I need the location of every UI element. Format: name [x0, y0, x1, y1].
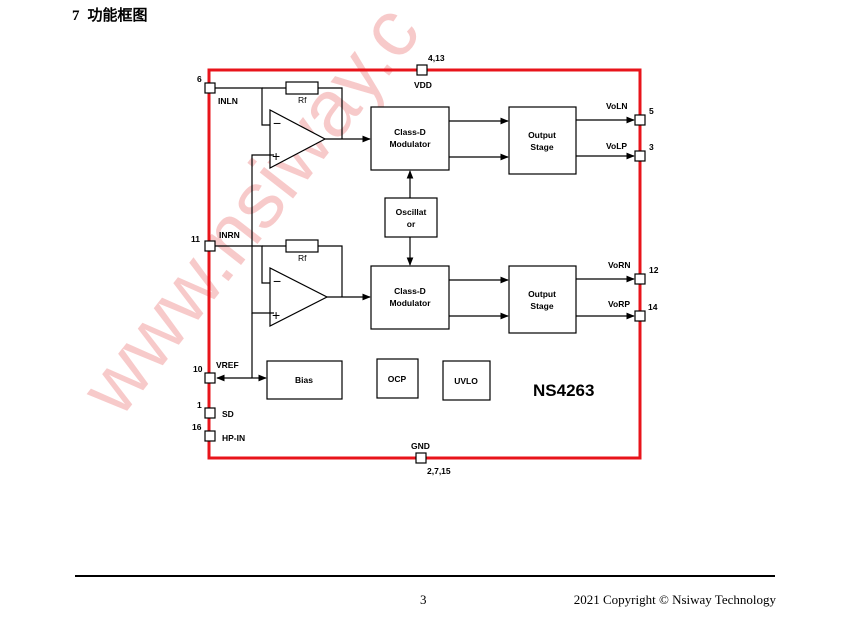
rf-top-wire: [262, 87, 343, 139]
chip-name: NS4263: [533, 381, 594, 400]
rf-bottom-resistor: [285, 239, 319, 253]
output-stage-top: [508, 106, 577, 175]
class-d-top-line2: Modulator: [389, 139, 431, 149]
oscillator-line2: or: [407, 219, 416, 229]
pin-vref-number: 10: [193, 364, 203, 374]
rf-top-label: Rf: [298, 95, 307, 105]
bias-label: Bias: [295, 375, 313, 385]
output-bottom-line2: Stage: [530, 301, 553, 311]
pin-inln-name: INLN: [218, 96, 238, 106]
pin-sd-name: SD: [222, 409, 234, 419]
pin-hpin-number: 16: [192, 422, 202, 432]
bias-block: [266, 360, 343, 400]
pin-gnd: [415, 452, 427, 464]
ocp-label: OCP: [388, 374, 407, 384]
pin-voln: [634, 114, 646, 126]
pin-voln-name: VoLN: [606, 101, 628, 111]
section-number: 7: [72, 8, 80, 24]
pin-gnd-number: 2,7,15: [427, 466, 451, 476]
pin-inln: [204, 82, 216, 94]
pin-vorp: [634, 310, 646, 322]
pin-sd-number: 1: [197, 400, 202, 410]
pin-vorn-name: VoRN: [608, 260, 631, 270]
pin-voln-number: 5: [649, 106, 654, 116]
class-d-top-line1: Class-D: [394, 127, 426, 137]
class-d-bottom-line2: Modulator: [389, 298, 431, 308]
inln-wire: [215, 87, 274, 126]
pin-vorn: [634, 273, 646, 285]
pin-vdd: [416, 64, 428, 76]
pin-hpin-name: HP-IN: [222, 433, 245, 443]
opamp-top: [269, 109, 327, 169]
pin-vorp-number: 14: [648, 302, 658, 312]
pin-sd: [204, 407, 216, 419]
pin-inln-number: 6: [197, 74, 202, 84]
class-d-bottom-line1: Class-D: [394, 286, 426, 296]
section-title: 功能框图: [87, 6, 148, 24]
rf-bottom-label: Rf: [298, 253, 307, 263]
output-stage-bottom: [508, 265, 577, 334]
pin-volp: [634, 150, 646, 162]
class-d-modulator-bottom: [370, 265, 450, 330]
pin-hpin: [204, 430, 216, 442]
vref-bus: [251, 154, 274, 314]
class-d-modulator-top: [370, 106, 450, 171]
pin-vref: [204, 372, 216, 384]
opamp-bottom-minus: −: [273, 273, 281, 289]
opamp-bottom-plus: +: [272, 307, 280, 323]
oscillator-line1: Oscillat: [396, 207, 427, 217]
opamp-top-minus: −: [273, 115, 281, 131]
pin-vdd-number: 4,13: [428, 53, 445, 63]
pin-inrn-number: 11: [191, 234, 200, 244]
pin-volp-number: 3: [649, 142, 654, 152]
section-heading: 7 功能框图: [72, 4, 148, 25]
pin-vdd-name: VDD: [414, 80, 432, 90]
copyright-text: 2021 Copyright © Nsiway Technology: [573, 592, 776, 607]
output-top-line1: Output: [528, 130, 556, 140]
rf-bottom-wire: [262, 245, 343, 297]
pin-gnd-name: GND: [411, 441, 430, 451]
pin-volp-name: VoLP: [606, 141, 627, 151]
pin-vref-name: VREF: [216, 360, 239, 370]
ocp-block: [376, 358, 419, 399]
rf-top-resistor: [285, 81, 319, 95]
uvlo-label: UVLO: [454, 376, 478, 386]
pin-inrn-name: INRN: [219, 230, 240, 240]
uvlo-block: [442, 360, 491, 401]
pin-vorn-number: 12: [649, 265, 659, 275]
pin-inrn: [204, 240, 216, 252]
pin-vorp-name: VoRP: [608, 299, 630, 309]
oscillator-block: [384, 197, 438, 238]
opamp-top-plus: +: [272, 148, 280, 164]
page-number: 3: [420, 592, 427, 607]
opamp-bottom: [269, 267, 329, 327]
inrn-wire: [215, 245, 274, 284]
footer-rule: [75, 575, 775, 577]
output-bottom-line1: Output: [528, 289, 556, 299]
output-top-line2: Stage: [530, 142, 553, 152]
